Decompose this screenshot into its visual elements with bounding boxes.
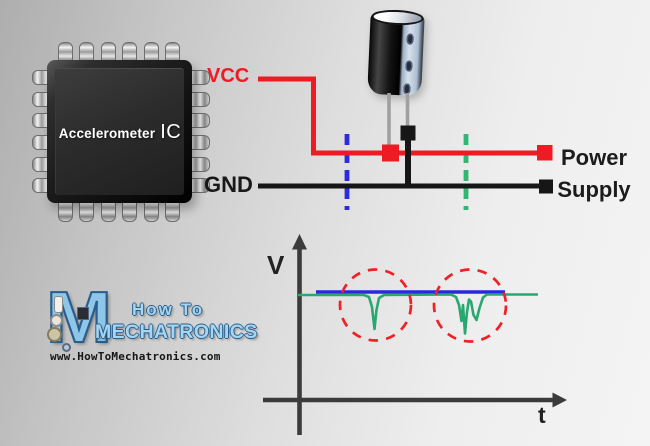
- howtomechatronics-logo: M How To MECHATRONICS www.HowToMechatron…: [45, 281, 257, 366]
- capacitor-polarity-mark: [403, 83, 411, 95]
- graph-x-axis-label: t: [538, 402, 546, 428]
- capacitor-gnd-node: [400, 125, 416, 141]
- logo-line1: How To: [132, 300, 205, 319]
- electrolytic-capacitor: [367, 8, 425, 97]
- power-supply-label: Power Supply: [552, 142, 636, 206]
- vcc-label: VCC: [207, 65, 250, 87]
- logo-line2: MECHATRONICS: [95, 321, 258, 343]
- logo-chip-icon: [77, 307, 89, 320]
- logo-bottle-icon: [54, 296, 63, 313]
- capacitor-polarity-mark: [406, 33, 414, 45]
- logo-website: www.HowToMechatronics.com: [50, 350, 221, 363]
- graph-x-axis-arrow: [552, 392, 567, 408]
- voltage-dip-highlight-circle-2: [432, 268, 508, 343]
- vcc-junction-node: [382, 144, 399, 162]
- graph-y-axis-label: V: [267, 250, 285, 280]
- logo-pulley-icon: [50, 314, 63, 327]
- power-supply-positive-terminal: [537, 145, 553, 161]
- logo-small-gear-icon: [62, 343, 71, 352]
- noisy-voltage-line: [298, 293, 538, 335]
- power-supply-label-line1: Power: [560, 145, 628, 170]
- power-supply-negative-terminal: [539, 179, 553, 194]
- logo-gear-icon: [47, 327, 62, 342]
- voltage-dip-highlight-circle-1: [338, 268, 413, 342]
- capacitor-polarity-mark: [405, 60, 413, 72]
- graph-y-axis-arrow: [292, 234, 307, 250]
- ic-chip-suffix: IC: [160, 120, 182, 143]
- gnd-label: GND: [204, 172, 253, 197]
- capacitor-top-cap: [371, 8, 424, 27]
- power-supply-label-line2: Supply: [557, 176, 631, 202]
- ic-chip-name: Accelerometer: [58, 125, 156, 141]
